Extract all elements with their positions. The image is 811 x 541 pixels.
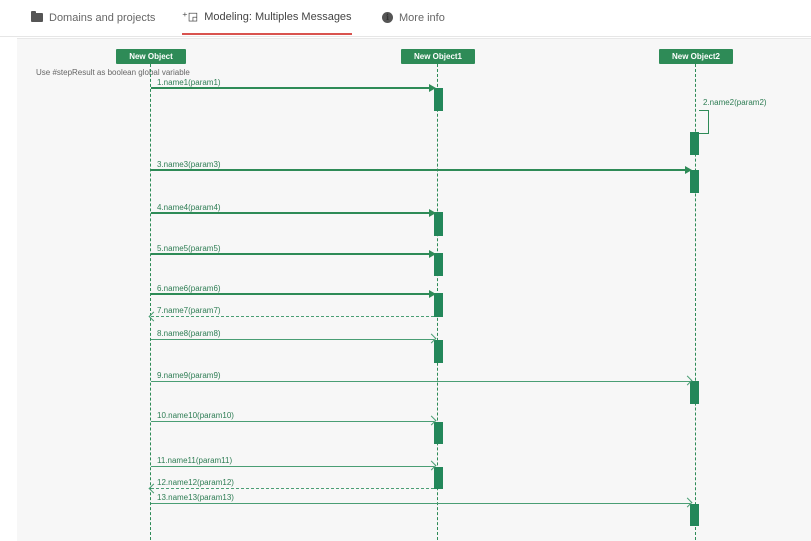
diagram-canvas[interactable]	[17, 38, 811, 541]
arrowhead-icon	[429, 290, 436, 298]
message-label: 11.name11(param11)	[157, 456, 233, 465]
folder-icon	[31, 11, 43, 22]
message-3[interactable]: 3.name3(param3)	[151, 160, 692, 174]
message-6[interactable]: 6.name6(param6)	[151, 284, 436, 298]
activation-bar[interactable]	[690, 170, 699, 193]
message-label: 5.name5(param5)	[157, 244, 221, 253]
activation-bar[interactable]	[434, 293, 443, 317]
message-2-self-loop[interactable]	[699, 110, 709, 134]
arrowhead-icon	[429, 250, 436, 258]
message-9[interactable]: 9.name9(param9)	[151, 371, 693, 386]
tab-label: Domains and projects	[49, 11, 156, 24]
message-label: 6.name6(param6)	[157, 284, 221, 293]
activation-bar[interactable]	[434, 253, 443, 276]
activation-bar[interactable]	[434, 422, 443, 444]
message-label: 12.name12(param12)	[157, 478, 234, 487]
tab-more-info[interactable]: i More info	[382, 0, 445, 35]
activation-bar[interactable]	[434, 467, 443, 489]
tab-label: Modeling: Multiples Messages	[204, 10, 352, 23]
message-1[interactable]: 1.name1(param1)	[151, 78, 436, 92]
lifeline-new-object2	[695, 64, 696, 540]
activation-bar[interactable]	[434, 88, 443, 111]
tab-domains-and-projects[interactable]: Domains and projects	[31, 0, 155, 35]
tab-modeling[interactable]: ⁺◲ Modeling: Multiples Messages	[182, 0, 352, 35]
object-new-object1[interactable]: New Object1	[401, 49, 475, 64]
arrowhead-icon	[429, 209, 436, 217]
lifeline-new-object	[150, 64, 151, 540]
activation-bar[interactable]	[690, 132, 699, 155]
message-label: 2.name2(param2)	[703, 98, 767, 107]
message-label: 7.name7(param7)	[157, 306, 221, 315]
activation-bar[interactable]	[690, 381, 699, 404]
message-7-return[interactable]: 7.name7(param7)	[148, 306, 434, 322]
message-label: 4.name4(param4)	[157, 203, 221, 212]
tab-label: More info	[399, 11, 445, 24]
arrowhead-icon	[685, 166, 692, 174]
message-label: 9.name9(param9)	[157, 371, 221, 380]
arrowhead-icon	[429, 84, 436, 92]
activation-bar[interactable]	[434, 212, 443, 236]
activation-bar[interactable]	[690, 504, 699, 526]
message-5[interactable]: 5.name5(param5)	[151, 244, 436, 258]
message-label: 10.name10(param10)	[157, 411, 234, 420]
object-new-object[interactable]: New Object	[116, 49, 186, 64]
message-label: 1.name1(param1)	[157, 78, 221, 87]
message-12-return[interactable]: 12.name12(param12)	[148, 478, 434, 494]
message-10[interactable]: 10.name10(param10)	[151, 411, 437, 426]
message-label: 13.name13(param13)	[157, 493, 234, 502]
info-icon: i	[382, 12, 393, 23]
diagram-icon: ⁺◲	[182, 11, 199, 23]
activation-bar[interactable]	[434, 340, 443, 363]
object-new-object2[interactable]: New Object2	[659, 49, 733, 64]
tab-bar: Domains and projects ⁺◲ Modeling: Multip…	[0, 0, 811, 37]
message-4[interactable]: 4.name4(param4)	[151, 203, 436, 217]
message-11[interactable]: 11.name11(param11)	[151, 456, 437, 471]
message-8[interactable]: 8.name8(param8)	[151, 329, 437, 344]
message-label: 3.name3(param3)	[157, 160, 221, 169]
message-13[interactable]: 13.name13(param13)	[151, 493, 693, 508]
diagram-hint: Use #stepResult as boolean global variab…	[36, 68, 190, 77]
message-label: 8.name8(param8)	[157, 329, 221, 338]
